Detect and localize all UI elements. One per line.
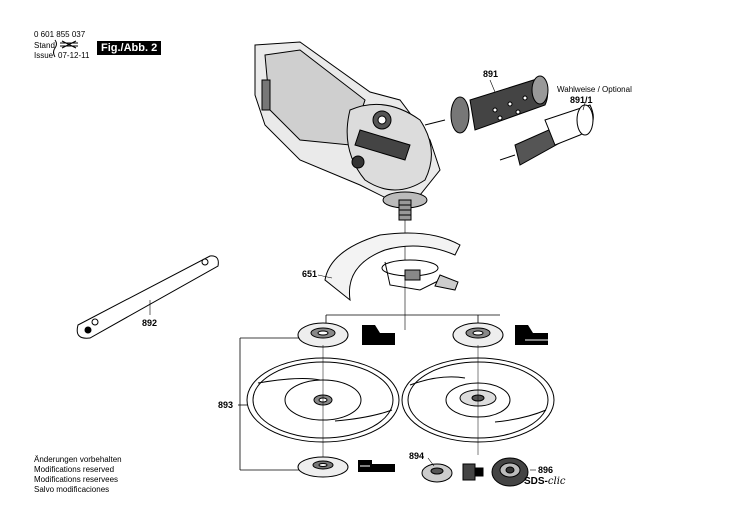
sds-brand-script: clic (547, 476, 566, 487)
grinder-body (254, 41, 441, 221)
wheel-guard (324, 232, 461, 302)
stand-label: Stand (34, 41, 55, 50)
note-line-2: Modifications reserved (34, 465, 115, 474)
issue-label: Issue (34, 51, 54, 60)
figure-label: Fig./Abb. 2 (97, 41, 162, 55)
note-line-4: Salvo modificaciones (34, 485, 110, 494)
label-896: 896 (538, 465, 554, 475)
lower-nut-profile (358, 460, 395, 472)
optional-text: Wahlweise / Optional (557, 85, 632, 94)
label-891: 891 (483, 69, 499, 79)
right-flange-profile (515, 325, 548, 345)
lower-clamping-nut (297, 456, 349, 478)
label-891-1: 891/1 (570, 95, 593, 105)
sds-clic-logo: SDS-clic (524, 476, 566, 487)
left-flange (297, 322, 349, 348)
stand-bracket (53, 39, 78, 58)
note-line-3: Modifications reservees (34, 475, 119, 484)
part-number: 0 601 855 037 (34, 30, 86, 39)
side-handle (424, 75, 549, 134)
note-line-1: Änderungen vorbehalten (34, 455, 122, 464)
clamping-nut (421, 463, 484, 483)
optional-handle (499, 104, 594, 166)
label-894: 894 (409, 451, 425, 461)
sds-clic-nut (491, 457, 529, 487)
label-893: 893 (218, 400, 234, 410)
right-flange (452, 322, 504, 348)
left-flange-profile (362, 325, 395, 345)
modification-notes: Änderungen vorbehalten Modifications res… (34, 455, 122, 495)
issue-date: 07-12-11 (58, 51, 90, 60)
sds-brand: SDS- (524, 476, 548, 487)
wrench (76, 255, 219, 339)
label-651: 651 (302, 269, 318, 279)
label-892: 892 (142, 318, 158, 328)
